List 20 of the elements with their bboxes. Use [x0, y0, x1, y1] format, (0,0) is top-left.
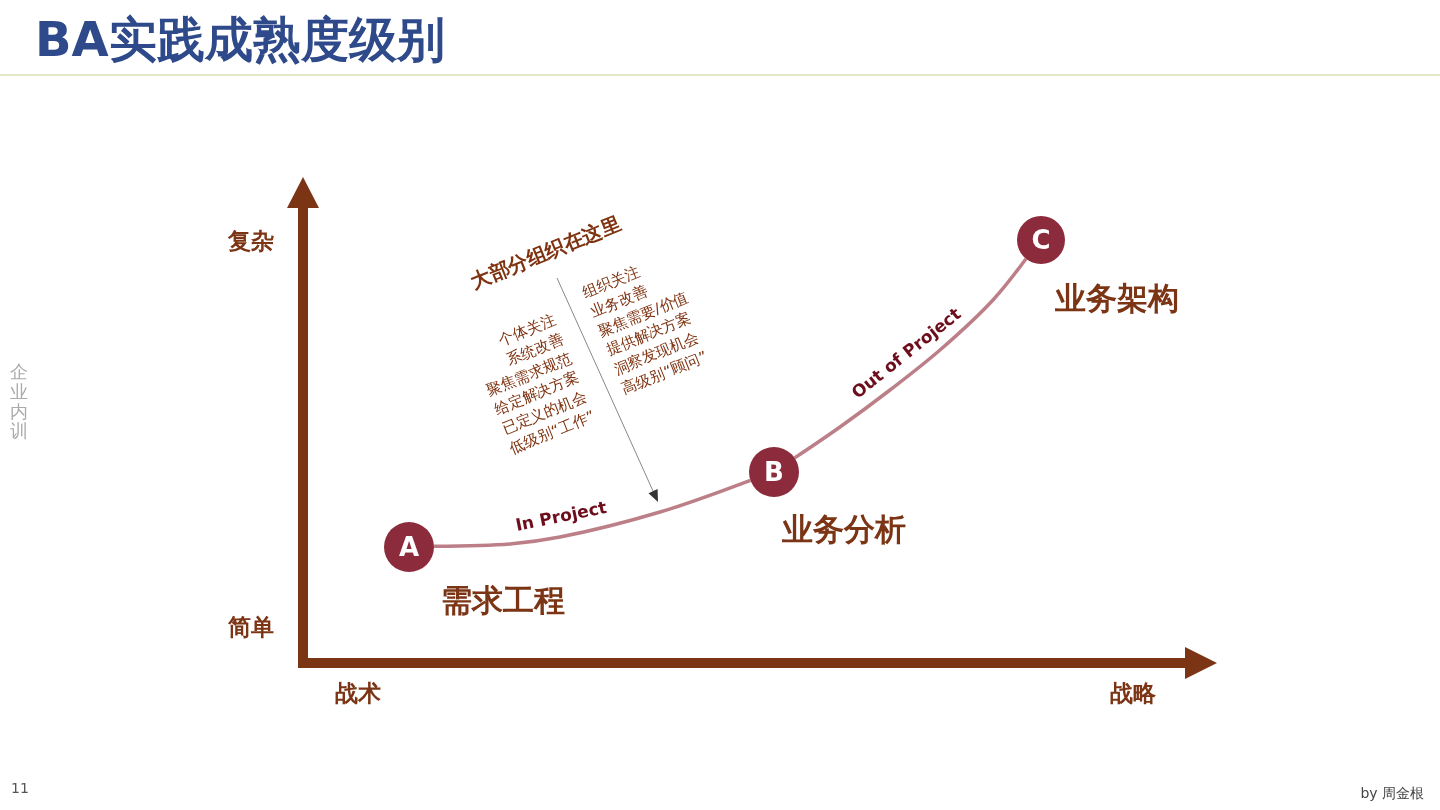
side-note: 企业内训 — [10, 362, 28, 442]
page-number: 11 — [11, 779, 29, 797]
axis-label: 战略 — [1110, 679, 1156, 707]
curve-connector — [433, 478, 752, 548]
milestone-letter: B — [764, 457, 784, 487]
milestone-letter: C — [1031, 225, 1051, 255]
milestone-circle — [1017, 216, 1065, 264]
author-credit: by 周金根 — [1360, 784, 1424, 802]
slide-title: BA实践成熟度级别 — [35, 10, 445, 68]
stage-name: 业务架构 — [1055, 280, 1179, 316]
milestone-circle — [749, 447, 799, 497]
stage-name: 需求工程 — [441, 582, 565, 618]
edge-label: In Project — [513, 497, 609, 536]
axis-label: 简单 — [228, 613, 274, 641]
milestone-circle — [384, 522, 434, 572]
curve-connector — [793, 257, 1028, 460]
stage-name: 业务分析 — [782, 511, 906, 547]
milestone-letter: A — [398, 532, 420, 562]
axis-label: 战术 — [335, 679, 381, 707]
axis-label: 复杂 — [228, 227, 274, 255]
